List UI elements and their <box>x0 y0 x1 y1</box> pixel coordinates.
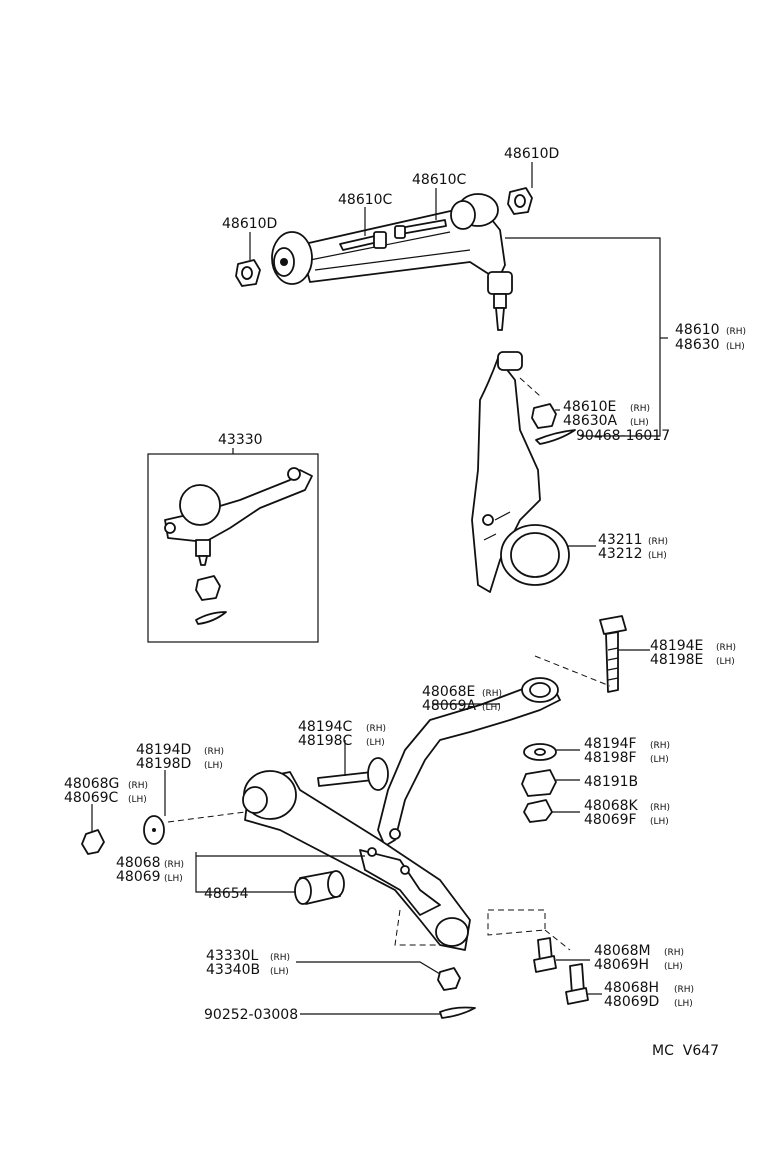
label-48069f-lh: (LH) <box>650 817 669 827</box>
label-48068k: 48068K <box>584 798 639 814</box>
label-48610-rh: (RH) <box>726 327 746 337</box>
self-lock-nut-part <box>523 799 553 823</box>
label-48610c-a: 48610C <box>412 172 467 188</box>
lower-arm-part <box>242 770 471 951</box>
label-43212-lh: (LH) <box>648 551 667 561</box>
ball-joint-part <box>164 467 313 566</box>
label-48068k-rh: (RH) <box>650 803 670 813</box>
bushing-bolt-part <box>339 219 447 251</box>
label-48068: 48068 <box>116 855 161 871</box>
diagram-code: MC V647 <box>652 1043 719 1059</box>
label-48068g-rh: (RH) <box>128 781 148 791</box>
label-48630a: 48630A <box>563 413 618 429</box>
bolt-m-part <box>533 937 557 973</box>
castle-nut-part <box>531 403 557 429</box>
label-48194c: 48194C <box>298 719 353 735</box>
label-43330l: 43330L <box>206 948 259 964</box>
label-48198c: 48198C <box>298 733 353 749</box>
label-48194d-rh: (RH) <box>204 747 224 757</box>
label-43340b: 43340B <box>206 962 260 978</box>
label-48069d: 48069D <box>604 994 659 1010</box>
nut-part <box>235 187 533 287</box>
label-48194d: 48194D <box>136 742 191 758</box>
label-48069h: 48069H <box>594 957 649 973</box>
label-48198e-lh: (LH) <box>716 657 735 667</box>
label-48198f-lh: (LH) <box>650 755 669 765</box>
label-48194c-rh: (RH) <box>366 724 386 734</box>
label-90252: 90252-03008 <box>204 1007 298 1023</box>
label-48610d-left: 48610D <box>222 216 277 232</box>
label-48069d-lh: (LH) <box>674 999 693 1009</box>
label-48610e-rh: (RH) <box>630 404 650 414</box>
label-90468: 90468-16017 <box>576 428 670 444</box>
label-48068e-rh: (RH) <box>482 689 502 699</box>
label-48198c-lh: (LH) <box>366 738 385 748</box>
strut-rod-part <box>377 677 561 847</box>
bolt-h-part <box>565 963 589 1005</box>
label-43211: 43211 <box>598 532 643 548</box>
steering-knuckle-part <box>471 351 570 593</box>
label-48610: 48610 <box>675 322 720 338</box>
upper-arm-part <box>271 193 513 331</box>
washer-part <box>523 743 557 761</box>
label-48069h-lh: (LH) <box>664 962 683 972</box>
label-48069c: 48069C <box>64 790 119 806</box>
label-48068m-rh: (RH) <box>664 948 684 958</box>
label-48068m: 48068M <box>594 943 651 959</box>
label-48069a-lh: (LH) <box>482 703 501 713</box>
label-48630: 48630 <box>675 337 720 353</box>
label-48610d-top: 48610D <box>504 146 559 162</box>
label-48654: 48654 <box>204 886 249 902</box>
label-48068h: 48068H <box>604 980 659 996</box>
label-43340b-lh: (LH) <box>270 967 289 977</box>
cotter-pin-part <box>535 429 576 445</box>
label-48069f: 48069F <box>584 812 637 828</box>
cam-plate-part <box>143 815 165 845</box>
label-48068e: 48068E <box>422 684 475 700</box>
label-48069a: 48069A <box>422 698 477 714</box>
label-48069c-lh: (LH) <box>128 795 147 805</box>
label-48068-rh: (RH) <box>164 860 184 870</box>
label-48194e-rh: (RH) <box>716 643 736 653</box>
label-48191b: 48191B <box>584 774 638 790</box>
cam-nut-part <box>437 967 461 991</box>
label-43211-rh: (RH) <box>648 537 668 547</box>
label-48630-lh: (LH) <box>726 342 745 352</box>
label-48630a-lh: (LH) <box>630 418 649 428</box>
bushing-part <box>294 870 345 905</box>
label-48194f: 48194F <box>584 736 637 752</box>
label-48610e: 48610E <box>563 399 616 415</box>
label-43212: 43212 <box>598 546 643 562</box>
label-43330: 43330 <box>218 432 263 448</box>
small-nut-part <box>81 829 105 855</box>
label-43330l-rh: (RH) <box>270 953 290 963</box>
label-48610c-b: 48610C <box>338 192 393 208</box>
label-48198d-lh: (LH) <box>204 761 223 771</box>
label-48068h-rh: (RH) <box>674 985 694 995</box>
label-48068g: 48068G <box>64 776 119 792</box>
cam-bolt-part <box>599 615 627 693</box>
label-48194e: 48194E <box>650 638 703 654</box>
label-48198f: 48198F <box>584 750 637 766</box>
label-48069-lh: (LH) <box>164 874 183 884</box>
label-48198d: 48198D <box>136 756 191 772</box>
label-48194f-rh: (RH) <box>650 741 670 751</box>
hex-nut-part <box>521 769 557 797</box>
label-48069: 48069 <box>116 869 161 885</box>
ball-joint-cotter <box>195 611 227 625</box>
ball-joint-nut <box>195 575 221 601</box>
lower-cotter-part <box>439 1006 476 1019</box>
label-48198e: 48198E <box>650 652 703 668</box>
stabilizer-bolt-part <box>317 757 389 791</box>
